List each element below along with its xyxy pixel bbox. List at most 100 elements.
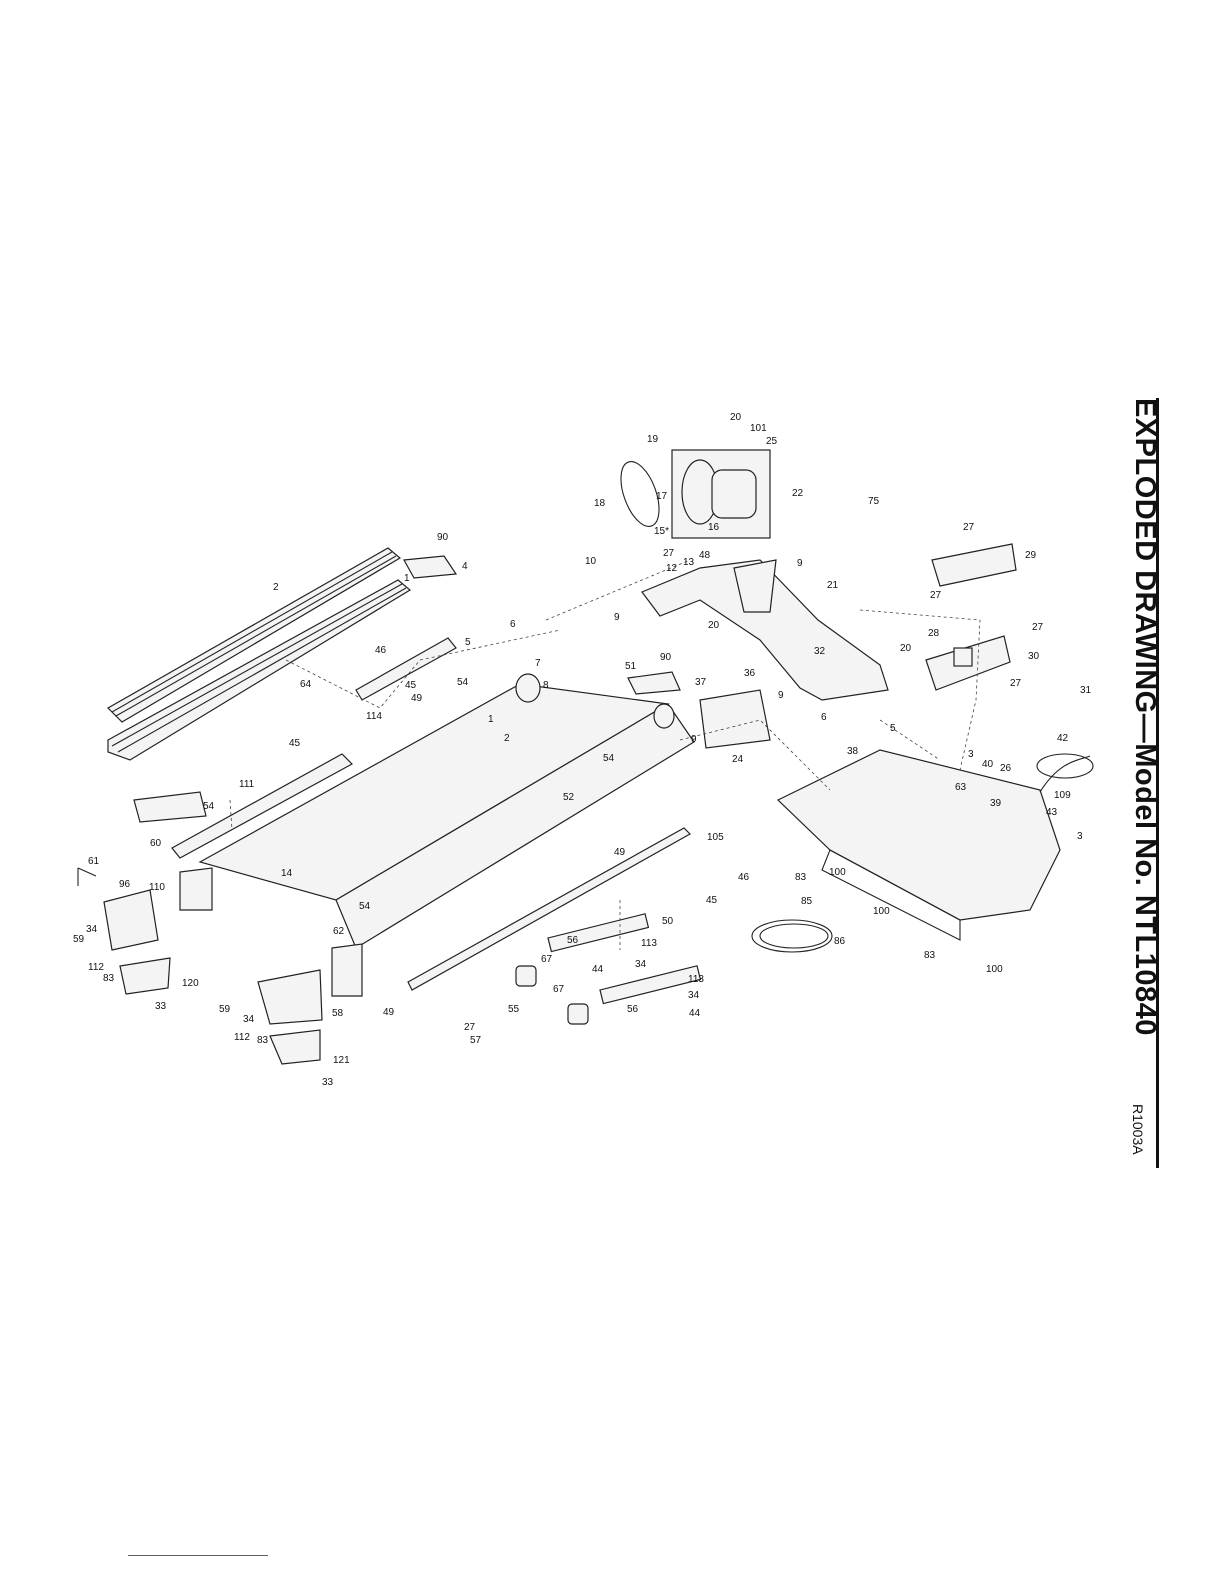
callout-label: 49 — [411, 693, 423, 704]
callout-label: 75 — [868, 496, 880, 507]
callout-label: 49 — [614, 847, 626, 858]
drawing-number: R1003A — [1130, 1104, 1146, 1155]
callout-label: 20 — [900, 643, 912, 654]
callout-label: 39 — [990, 798, 1002, 809]
callout-label: 113 — [688, 974, 704, 985]
frame-assembly — [403, 449, 1017, 749]
callout-label: 90 — [660, 652, 672, 663]
callout-label: 56 — [627, 1004, 639, 1015]
callout-label: 62 — [333, 926, 345, 937]
callout-label: 29 — [1025, 550, 1037, 561]
callout-label: 27 — [1010, 678, 1022, 689]
callout-label: 37 — [695, 677, 707, 688]
callout-label: 10 — [585, 556, 597, 567]
callout-label: 56 — [567, 935, 579, 946]
callout-label: 90 — [437, 532, 449, 543]
callout-label: 9 — [778, 690, 784, 701]
callout-label: 34 — [86, 924, 98, 935]
callout-label: 58 — [332, 1008, 344, 1019]
callout-label: 83 — [103, 973, 115, 984]
callout-label: 16 — [708, 522, 720, 533]
callout-label: 45 — [289, 738, 301, 749]
callout-label: 86 — [834, 936, 846, 947]
callout-label: 57 — [470, 1035, 482, 1046]
callout-label: 2 — [504, 733, 510, 744]
callout-label: 18 — [594, 498, 606, 509]
callout-label: 34 — [635, 959, 647, 970]
callout-label: 28 — [928, 628, 940, 639]
deck-assembly — [179, 673, 695, 997]
callout-label: 52 — [563, 792, 575, 803]
callout-label: 5 — [465, 637, 471, 648]
callout-label: 45 — [706, 895, 718, 906]
callout-label: 33 — [322, 1077, 334, 1088]
callout-label: 34 — [688, 990, 700, 1001]
callout-label: 27 — [963, 522, 975, 533]
callout-label: 120 — [182, 978, 199, 989]
callout-label: 2 — [273, 582, 279, 593]
callout-label: 83 — [924, 950, 936, 961]
callout-label: 67 — [553, 984, 565, 995]
footer-link-underline[interactable] — [128, 1555, 268, 1556]
callout-label: 33 — [155, 1001, 167, 1012]
callout-label: 8 — [543, 680, 549, 691]
callout-label: 5 — [890, 723, 896, 734]
callout-label: 40 — [982, 759, 994, 770]
callout-labels: 201012519181715*162275272910271213489219… — [73, 412, 1092, 1088]
callout-label: 24 — [732, 754, 744, 765]
title-rule — [1156, 398, 1159, 1168]
callout-label: 54 — [359, 901, 371, 912]
base-pan — [776, 749, 1094, 941]
callout-label: 100 — [829, 867, 846, 878]
callout-label: 26 — [1000, 763, 1012, 774]
callout-label: 17 — [656, 491, 668, 502]
callout-label: 105 — [707, 832, 724, 843]
callout-label: 36 — [744, 668, 756, 679]
callout-label: 60 — [150, 838, 162, 849]
callout-label: 30 — [1028, 651, 1040, 662]
callout-label: 46 — [738, 872, 750, 883]
callout-label: 27 — [930, 590, 942, 601]
callout-label: 20 — [730, 412, 742, 423]
callout-label: 7 — [535, 658, 541, 669]
callout-label: 113 — [641, 938, 657, 949]
callout-label: 13 — [683, 557, 695, 568]
callout-label: 61 — [88, 856, 100, 867]
callout-label: 46 — [375, 645, 387, 656]
callout-label: 50 — [662, 916, 674, 927]
callout-label: 25 — [766, 436, 778, 447]
callout-label: 9 — [691, 734, 697, 745]
callout-label: 27 — [663, 548, 675, 559]
callout-label: 64 — [300, 679, 312, 690]
callout-label: 21 — [827, 580, 839, 591]
callout-label: 15* — [654, 526, 669, 537]
callout-label: 27 — [1032, 622, 1044, 633]
callout-label: 1 — [488, 714, 494, 725]
callout-label: 3 — [1077, 831, 1083, 842]
callout-label: 55 — [508, 1004, 520, 1015]
callout-label: 54 — [203, 801, 215, 812]
callout-label: 1 — [404, 573, 410, 584]
callout-label: 83 — [257, 1035, 269, 1046]
callout-label: 34 — [243, 1014, 255, 1025]
callout-label: 59 — [73, 934, 85, 945]
page-title: EXPLODED DRAWING—Model No. NTL10840 — [1129, 398, 1161, 1036]
callout-label: 63 — [955, 782, 967, 793]
callout-label: 51 — [625, 661, 637, 672]
callout-label: 14 — [281, 868, 293, 879]
callout-label: 96 — [119, 879, 131, 890]
callout-label: 85 — [801, 896, 813, 907]
callout-label: 112 — [88, 962, 104, 973]
callout-label: 3 — [968, 749, 974, 760]
callout-label: 54 — [603, 753, 615, 764]
small-parts — [77, 791, 833, 1065]
callout-label: 4 — [462, 561, 468, 572]
callout-label: 100 — [986, 964, 1003, 975]
callout-label: 6 — [510, 619, 516, 630]
callout-label: 32 — [814, 646, 826, 657]
callout-label: 48 — [699, 550, 711, 561]
callout-label: 100 — [873, 906, 890, 917]
callout-label: 49 — [383, 1007, 395, 1018]
callout-label: 110 — [149, 882, 165, 893]
